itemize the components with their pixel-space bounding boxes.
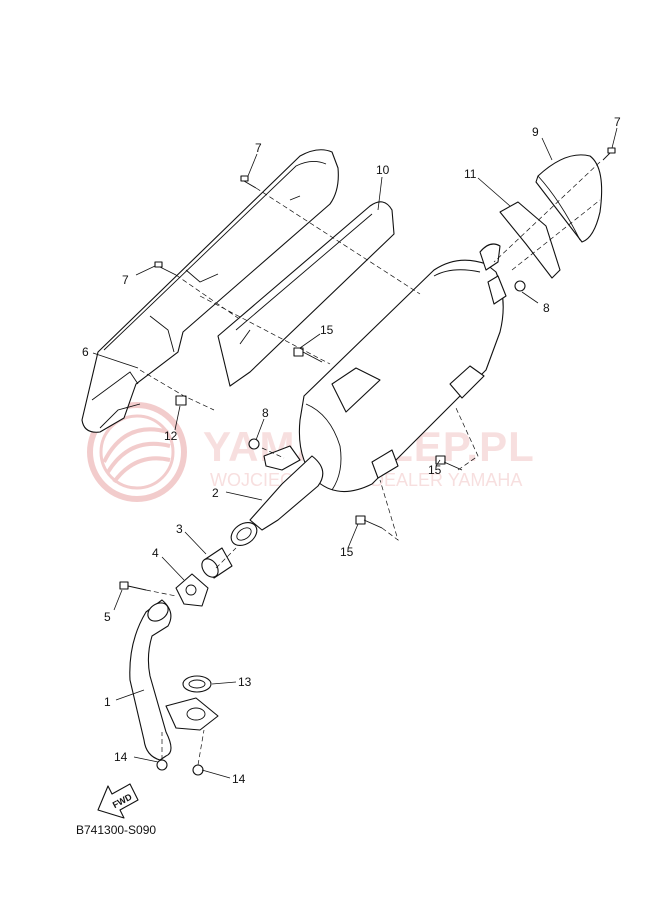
callout-10: 10 [376,163,390,177]
part-13-gasket-ring [182,675,212,693]
part-12-clip [175,395,187,406]
part-10-inner-shield [217,201,395,387]
part-8-nut [248,438,260,450]
callout-11: 11 [464,167,477,181]
callout-6: 6 [82,345,89,359]
callout-15b: 15 [428,463,442,477]
callout-4: 4 [152,546,159,560]
part-7-screw [154,261,177,276]
callout-labels: 1 2 3 4 5 6 7 7 7 8 8 9 10 11 12 13 14 1… [82,115,621,786]
part-15-bolt [293,347,323,363]
part-9-end-cap [535,154,603,243]
part-14-nut [192,764,204,776]
callout-leaders [92,127,618,779]
callout-7c: 7 [614,115,621,129]
part-8-nut [514,280,526,292]
fwd-arrow: FWD [97,783,139,819]
callout-14a: 14 [114,750,128,764]
part-14-nut [156,759,168,771]
part-2-muffler-inlet [230,455,324,547]
callout-15c: 15 [340,545,354,559]
part-7-screw [240,175,257,189]
part-1-exhaust-pipe [129,599,219,761]
part-7-screw [602,147,616,161]
assembly-lines [139,161,601,766]
callout-12: 12 [164,429,178,443]
part-6-heat-shield-cover [81,149,339,433]
fasteners [119,147,616,776]
muffler-body [263,243,507,493]
callout-5: 5 [104,610,111,624]
part-4-clamp [175,573,209,607]
part-15-bolt [355,515,383,529]
callout-7a: 7 [255,141,262,155]
part-5-bolt [119,581,147,591]
part-3-gasket [201,547,233,579]
callout-1: 1 [104,695,111,709]
callout-3: 3 [176,522,183,536]
callout-2: 2 [212,486,219,500]
drawing-code: B741300-S090 [76,823,156,837]
callout-15a: 15 [320,323,334,337]
part-11-end-protector [499,201,561,279]
callout-13: 13 [238,675,252,689]
callout-14b: 14 [232,772,246,786]
callout-8a: 8 [262,406,269,420]
callout-7b: 7 [122,273,129,287]
callout-8b: 8 [543,301,550,315]
part-15-bolt [435,455,463,471]
callout-9: 9 [532,125,539,139]
